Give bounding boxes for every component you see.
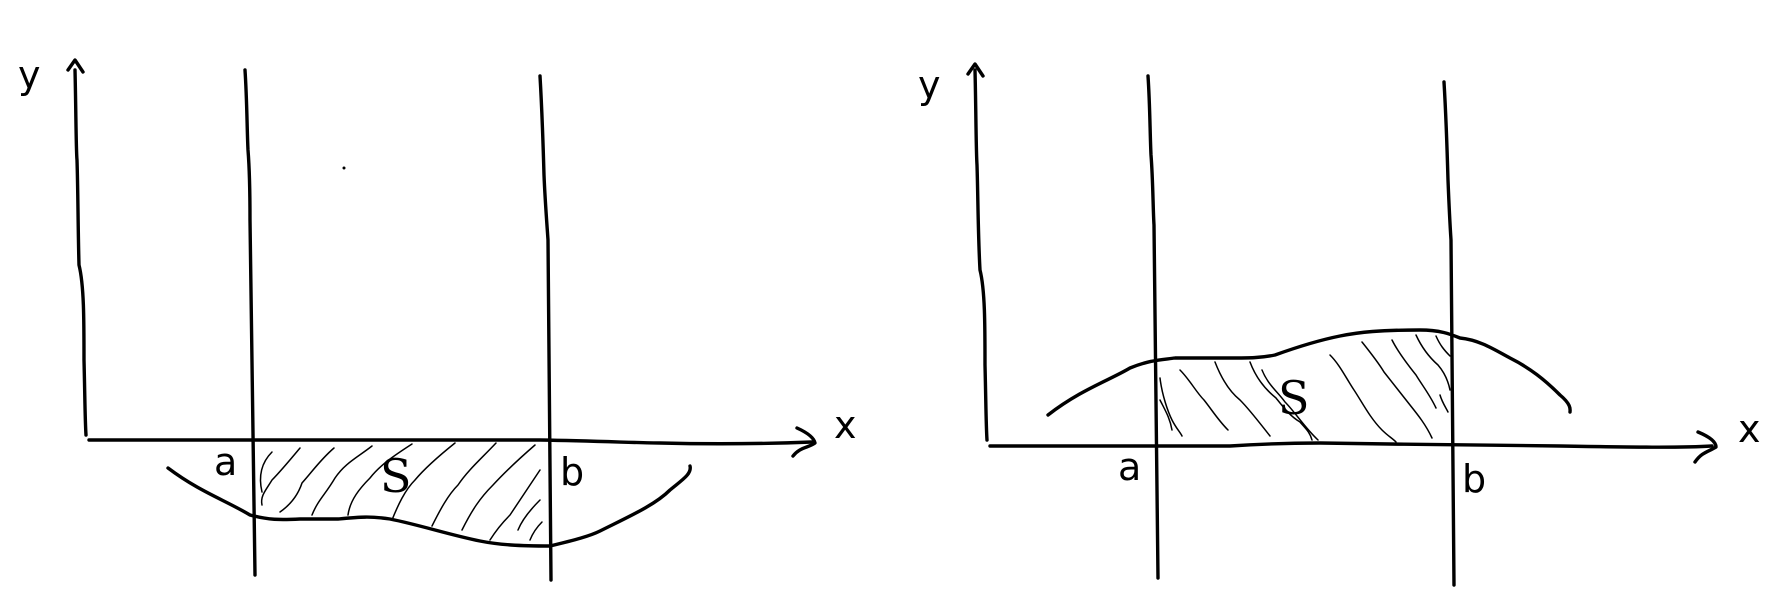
- left-line-b: [538, 74, 553, 582]
- right-panel: y x a b S: [918, 62, 1761, 587]
- right-region-label: S: [1278, 371, 1310, 425]
- right-x-axis: [988, 441, 1714, 449]
- left-b-label: b: [560, 450, 584, 494]
- left-panel: y x a b S: [18, 53, 857, 582]
- left-y-arrowhead: [66, 58, 85, 74]
- left-region-label: S: [380, 449, 412, 503]
- right-y-arrowhead: [966, 62, 985, 78]
- right-a-label: a: [1118, 445, 1141, 489]
- left-line-a: [243, 68, 257, 577]
- stray-dot: [342, 166, 346, 170]
- right-b-label: b: [1462, 457, 1486, 501]
- left-a-label: a: [214, 440, 237, 484]
- left-x-axis: [87, 438, 814, 446]
- left-curve: [166, 464, 692, 548]
- right-x-arrowhead: [1693, 430, 1718, 464]
- left-y-label: y: [18, 53, 41, 97]
- left-y-axis: [73, 68, 88, 437]
- right-shaded-region-S: [1159, 334, 1451, 443]
- right-line-a: [1146, 74, 1160, 580]
- right-x-label: x: [1738, 407, 1761, 451]
- left-x-arrowhead: [791, 426, 817, 458]
- right-y-label: y: [918, 63, 941, 107]
- right-curve: [1046, 328, 1572, 417]
- left-shaded-region-S: [259, 442, 543, 541]
- right-y-axis: [973, 68, 989, 442]
- left-x-label: x: [834, 403, 857, 447]
- right-line-b: [1442, 80, 1456, 587]
